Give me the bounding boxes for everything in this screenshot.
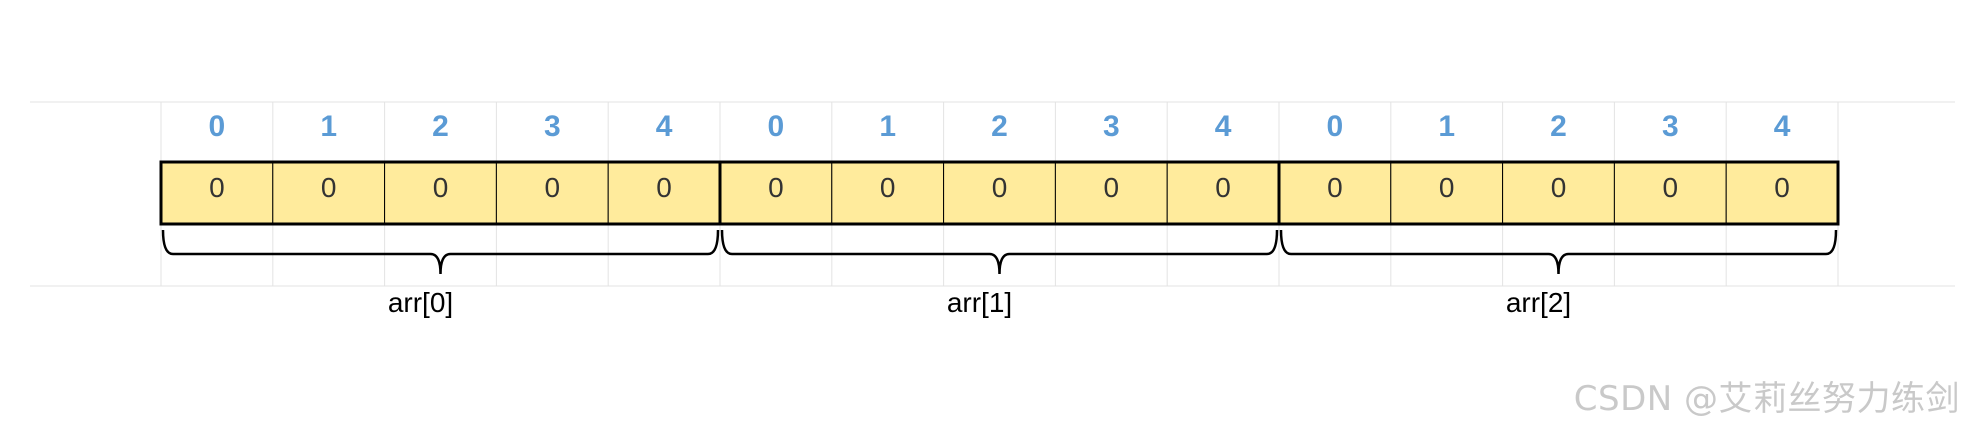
cell-value: 0 <box>768 172 784 203</box>
cell-value: 0 <box>1551 172 1567 203</box>
index-label: 2 <box>432 110 449 143</box>
cell-value: 0 <box>209 172 225 203</box>
index-label: 1 <box>320 110 337 143</box>
array-cell <box>719 161 833 225</box>
index-label: 3 <box>1662 110 1679 143</box>
index-label: 3 <box>1103 110 1120 143</box>
index-label: 3 <box>544 110 561 143</box>
cell-value: 0 <box>1439 172 1455 203</box>
array-cell <box>1278 161 1392 225</box>
cell-value: 0 <box>1215 172 1231 203</box>
array-cell <box>1725 161 1839 225</box>
index-label: 4 <box>1215 110 1232 143</box>
array-cell <box>1166 161 1280 225</box>
cell-value: 0 <box>656 172 672 203</box>
array-cell <box>943 161 1056 225</box>
cell-value: 0 <box>1774 172 1790 203</box>
index-label: 1 <box>879 110 896 143</box>
array-cell <box>1390 161 1504 225</box>
index-label: 4 <box>1774 110 1791 143</box>
cell-value: 0 <box>1104 172 1120 203</box>
group-label: arr[2] <box>1506 287 1571 318</box>
index-label: 2 <box>1550 110 1567 143</box>
cell-value: 0 <box>1327 172 1343 203</box>
value-row: 0 0 0 0 0 0 0 0 0 0 0 0 0 0 0 <box>209 172 1790 203</box>
array-cell <box>1613 161 1727 225</box>
array-cell <box>495 161 609 225</box>
index-label: 1 <box>1438 110 1455 143</box>
group-brace <box>720 229 1279 275</box>
group-label: arr[0] <box>388 287 453 318</box>
cell-value: 0 <box>321 172 337 203</box>
index-label: 0 <box>209 110 226 143</box>
index-label: 4 <box>656 110 673 143</box>
index-label: 0 <box>768 110 785 143</box>
group-labels: arr[0] arr[1] arr[2] <box>388 287 1571 318</box>
cell-value: 0 <box>1663 172 1679 203</box>
index-label: 0 <box>1327 110 1344 143</box>
cell-value: 0 <box>545 172 561 203</box>
watermark-text: CSDN @艾莉丝努力练剑 <box>1573 379 1960 419</box>
index-label: 2 <box>991 110 1008 143</box>
array-cell <box>1502 161 1615 225</box>
cell-value: 0 <box>880 172 896 203</box>
array-cells <box>159 160 1840 226</box>
group-label: arr[1] <box>947 287 1012 318</box>
index-row: 0 1 2 3 4 0 1 2 3 4 0 1 2 3 4 <box>209 110 1791 143</box>
group-brace <box>1279 229 1838 275</box>
array-border <box>159 160 1840 226</box>
array-cell <box>831 161 945 225</box>
group-brace <box>161 229 720 275</box>
cell-value: 0 <box>433 172 449 203</box>
brace-group <box>161 229 1838 275</box>
cell-value: 0 <box>992 172 1008 203</box>
